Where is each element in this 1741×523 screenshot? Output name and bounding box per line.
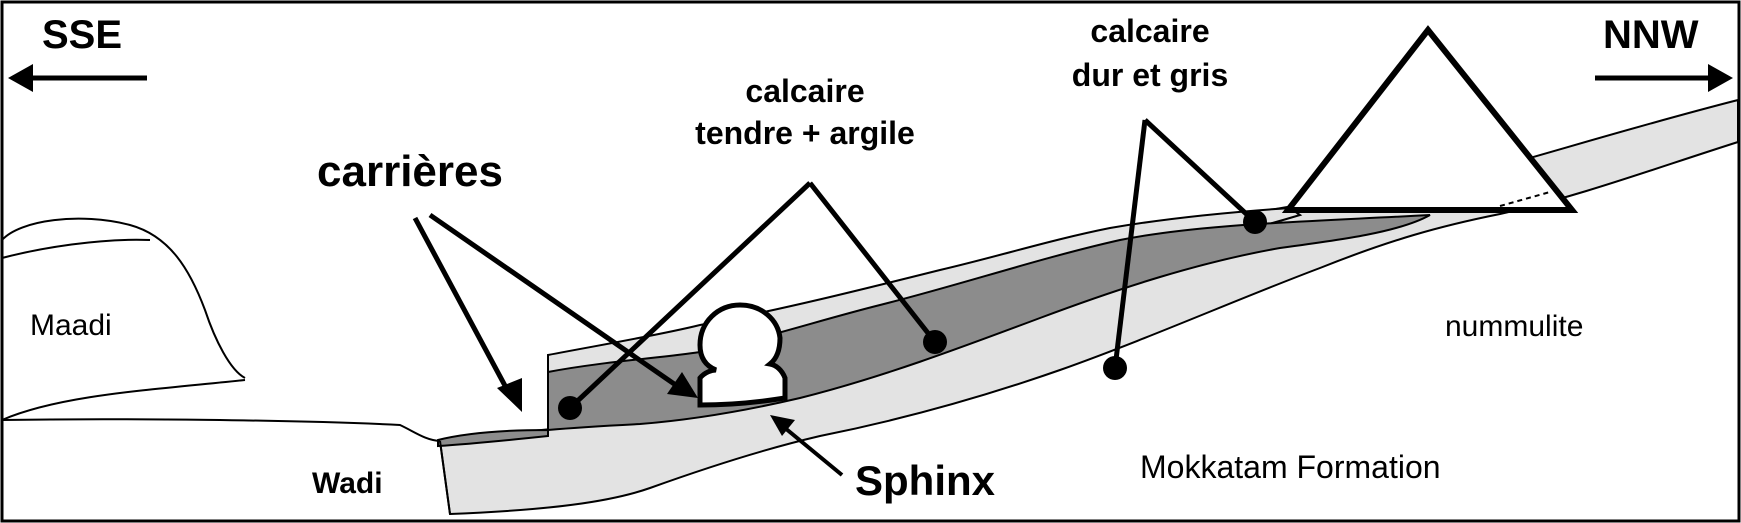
right-direction-arrow — [1595, 64, 1733, 92]
hard-limestone-layer — [438, 98, 1739, 516]
wadi-label: Wadi — [312, 467, 383, 500]
soft-limestone-label-line2: tendre + argile — [695, 115, 915, 151]
hard-limestone-label-line2: dur et gris — [1072, 57, 1228, 93]
soft-limestone-dot-2 — [923, 330, 947, 354]
sphinx-pointer — [770, 415, 844, 477]
sphinx-silhouette — [697, 302, 788, 408]
sphinx-label: Sphinx — [855, 457, 996, 504]
wadi-valley-line — [1, 418, 441, 442]
direction-left-label: SSE — [42, 13, 122, 57]
soft-limestone-label-line1: calcaire — [745, 73, 864, 109]
hard-limestone-dot-1 — [1243, 210, 1267, 234]
hard-limestone-pointers — [1112, 118, 1257, 369]
left-direction-arrow — [8, 64, 147, 92]
quarries-label: carrières — [317, 147, 503, 196]
mokkatam-label: Mokkatam Formation — [1140, 449, 1441, 485]
hard-limestone-label-line1: calcaire — [1090, 13, 1209, 49]
maadi-label: Maadi — [30, 309, 112, 342]
hard-limestone-dot-2 — [1103, 356, 1127, 380]
quarry-arrowhead-2 — [667, 372, 698, 398]
maadi-lower-line — [1, 379, 246, 421]
quarry-arrowhead-1 — [497, 378, 522, 412]
wadi-cut-face — [439, 440, 451, 515]
wadi-floor-layer — [437, 428, 549, 448]
maadi-hill — [1, 217, 246, 420]
pyramid — [1281, 25, 1579, 213]
soft-limestone-dot-1 — [558, 396, 582, 420]
quarries-pointers — [412, 212, 682, 397]
soft-limestone-pointers — [568, 181, 937, 410]
maadi-hill-top-line — [1, 238, 151, 259]
nummulite-label: nummulite — [1445, 310, 1583, 343]
direction-right-label: NNW — [1603, 13, 1699, 57]
